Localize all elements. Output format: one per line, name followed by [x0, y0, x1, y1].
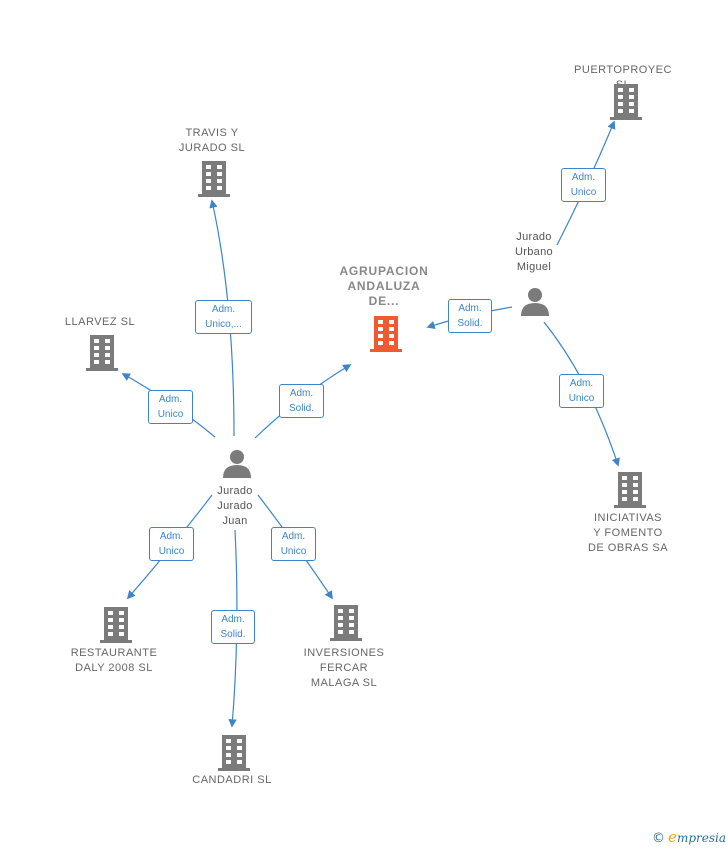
- node-label-jurado-juan[interactable]: Jurado Jurado Juan: [217, 485, 253, 527]
- edge-label-miguel-iniciativas[interactable]: Adm. Unico: [559, 374, 604, 408]
- edge-label-juan-candadri[interactable]: Adm. Solid.: [211, 610, 255, 644]
- edge-label-juan-travis[interactable]: Adm. Unico,...: [195, 300, 252, 334]
- building-icon[interactable]: [86, 335, 118, 371]
- node-label-iniciativas[interactable]: INICIATIVAS Y FOMENTO DE OBRAS SA: [587, 512, 669, 554]
- brand-name: mpresia: [676, 831, 726, 845]
- building-icon[interactable]: [614, 472, 646, 508]
- edge-label-miguel-agrupacion[interactable]: Adm. Solid.: [448, 299, 492, 333]
- node-label-restaurante[interactable]: RESTAURANTE DALY 2008 SL: [70, 647, 158, 674]
- edge-label-juan-agrupacion[interactable]: Adm. Solid.: [279, 384, 324, 418]
- building-icon[interactable]: [330, 605, 362, 641]
- brand-initial: e: [668, 828, 677, 846]
- building-icon[interactable]: [370, 316, 402, 352]
- node-label-llarvez[interactable]: LLARVEZ SL: [64, 316, 136, 328]
- edge-label-juan-llarvez[interactable]: Adm. Unico: [148, 390, 193, 424]
- building-icon[interactable]: [198, 161, 230, 197]
- building-icon[interactable]: [100, 607, 132, 643]
- edge-label-juan-inversiones[interactable]: Adm. Unico: [271, 527, 316, 561]
- person-icon[interactable]: [520, 286, 550, 316]
- node-label-candadri[interactable]: CANDADRI SL: [192, 774, 272, 786]
- person-icon[interactable]: [222, 448, 252, 478]
- node-label-jurado-miguel[interactable]: Jurado Urbano Miguel: [515, 231, 553, 273]
- node-label-agrupacion[interactable]: AGRUPACION ANDALUZA DE...: [339, 264, 429, 308]
- empresia-brand[interactable]: ©empresia: [652, 828, 726, 846]
- node-label-travis[interactable]: TRAVIS Y JURADO SL: [178, 127, 246, 154]
- edge-label-miguel-puerto[interactable]: Adm. Unico: [561, 168, 606, 202]
- node-label-inversiones[interactable]: INVERSIONES FERCAR MALAGA SL: [303, 647, 385, 689]
- edge-label-juan-restaurante[interactable]: Adm. Unico: [149, 527, 194, 561]
- building-icon[interactable]: [610, 84, 642, 120]
- building-icon[interactable]: [218, 735, 250, 771]
- copyright-symbol: ©: [652, 831, 666, 846]
